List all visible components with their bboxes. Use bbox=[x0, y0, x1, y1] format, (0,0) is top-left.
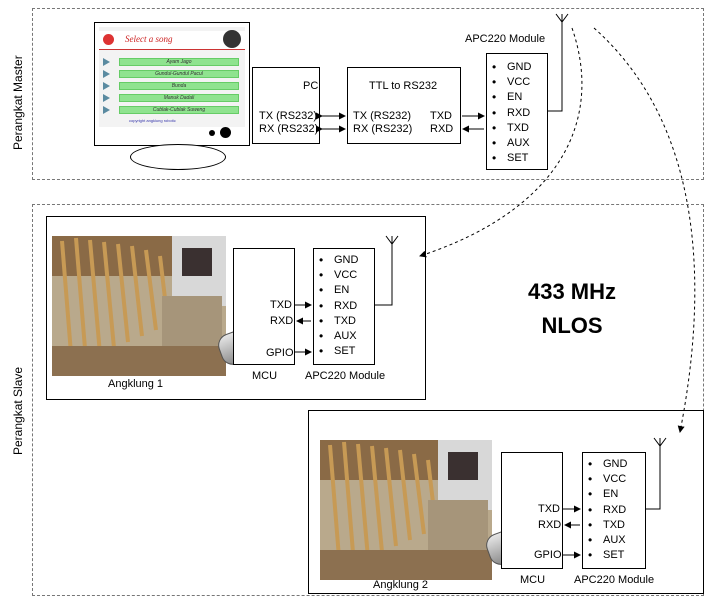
song-row: Manuk Dadali bbox=[119, 94, 239, 102]
mcu-2-box bbox=[501, 452, 563, 569]
play-icon bbox=[103, 58, 110, 66]
link-mode: NLOS bbox=[541, 313, 603, 338]
pc-tx-label: TX (RS232) bbox=[259, 110, 318, 122]
pc-rx-label: RX (RS232) bbox=[259, 123, 319, 135]
mcu-1-gpio: GPIO bbox=[266, 347, 294, 359]
apc-pin: SET bbox=[314, 344, 374, 359]
monitor-screen: Select a song Ayam Jago Gundul-Gundul Pa… bbox=[99, 27, 245, 127]
radio-link-slave2 bbox=[593, 27, 696, 433]
play-icon bbox=[103, 106, 110, 114]
angklung-2-photo bbox=[320, 440, 492, 580]
ttl-title: TTL to RS232 bbox=[369, 80, 438, 92]
master-apc-title: APC220 Module bbox=[465, 33, 546, 45]
record-icon bbox=[103, 34, 114, 45]
speaker-dot-small bbox=[209, 130, 215, 136]
play-icon bbox=[103, 94, 110, 102]
slave2-antenna-wire bbox=[646, 446, 661, 510]
mcu-1-box bbox=[233, 248, 295, 365]
play-icon bbox=[103, 82, 110, 90]
song-row: Ayam Jago bbox=[119, 58, 239, 66]
apc-pin: VCC bbox=[583, 472, 645, 487]
apc-pin: VCC bbox=[487, 75, 547, 90]
mcu-1-txd: TXD bbox=[270, 299, 292, 311]
slave-2-apc-title: APC220 Module bbox=[574, 574, 655, 586]
mcu-2-txd: TXD bbox=[538, 503, 560, 515]
slave-1-apc-title: APC220 Module bbox=[305, 370, 386, 382]
ttl-txd-label: TXD bbox=[430, 110, 452, 122]
monitor-stand bbox=[130, 144, 226, 170]
master-apc-box: GND VCC EN RXD TXD AUX SET bbox=[486, 53, 548, 170]
ttl-rxd-label: RXD bbox=[430, 123, 454, 135]
mcu-2-rxd: RXD bbox=[538, 519, 562, 531]
slave1-antenna-wire bbox=[375, 244, 393, 306]
play-icon bbox=[103, 70, 110, 78]
apc-pin: TXD bbox=[487, 121, 547, 136]
apc-pin: EN bbox=[487, 90, 547, 105]
link-frequency: 433 MHz bbox=[527, 279, 617, 304]
mcu-2-title: MCU bbox=[520, 574, 546, 586]
mcu-1-rxd: RXD bbox=[270, 315, 294, 327]
slave2-antenna-icon bbox=[653, 437, 667, 447]
apc-pin: SET bbox=[583, 548, 645, 563]
slave-2-apc-box: GND VCC EN RXD TXD AUX SET bbox=[582, 452, 646, 569]
ttl-tx-in-label: TX (RS232) bbox=[353, 110, 412, 122]
apc-pin: AUX bbox=[314, 329, 374, 344]
apc-pin: RXD bbox=[314, 299, 374, 314]
pc-box bbox=[252, 67, 320, 144]
screen-header bbox=[99, 31, 245, 50]
radio-link-slave1 bbox=[419, 27, 583, 258]
master-antenna-icon bbox=[555, 13, 569, 23]
pc-title: PC bbox=[303, 80, 319, 92]
screen-title: Select a song bbox=[125, 34, 173, 44]
logo-icon bbox=[223, 30, 241, 48]
apc-pin: GND bbox=[583, 457, 645, 472]
ttl-box bbox=[347, 67, 461, 144]
mcu-2-gpio: GPIO bbox=[534, 549, 562, 561]
speaker-dot-large bbox=[220, 127, 231, 138]
angklung-1-photo bbox=[52, 236, 226, 376]
apc-pin: TXD bbox=[314, 314, 374, 329]
apc-pin: RXD bbox=[487, 106, 547, 121]
apc-pin: TXD bbox=[583, 518, 645, 533]
monitor: Select a song Ayam Jago Gundul-Gundul Pa… bbox=[94, 22, 252, 146]
angklung-1-illustration bbox=[52, 236, 226, 376]
song-row: Bunda bbox=[119, 82, 239, 90]
angklung-2-illustration bbox=[320, 440, 492, 580]
apc-pin: AUX bbox=[583, 533, 645, 548]
mcu-1-title: MCU bbox=[252, 370, 278, 382]
apc-pin: EN bbox=[583, 487, 645, 502]
master-antenna-wire bbox=[548, 22, 563, 112]
apc-pin: RXD bbox=[583, 503, 645, 518]
apc-pin: VCC bbox=[314, 268, 374, 283]
song-row: Cublak-Cublak Suweng bbox=[119, 106, 239, 114]
apc-pin: EN bbox=[314, 283, 374, 298]
song-row: Gundul-Gundul Pacul bbox=[119, 70, 239, 78]
angklung-2-caption: Angklung 2 bbox=[373, 579, 429, 591]
screen-footer: copyright angklung robotic bbox=[129, 118, 176, 123]
angklung-1-caption: Angklung 1 bbox=[108, 378, 164, 390]
ttl-rx-in-label: RX (RS232) bbox=[353, 123, 413, 135]
apc-pin: SET bbox=[487, 151, 547, 166]
apc-pin: AUX bbox=[487, 136, 547, 151]
apc-pin: GND bbox=[314, 253, 374, 268]
slave-1-apc-box: GND VCC EN RXD TXD AUX SET bbox=[313, 248, 375, 365]
slave1-antenna-icon bbox=[385, 235, 399, 245]
apc-pin: GND bbox=[487, 60, 547, 75]
